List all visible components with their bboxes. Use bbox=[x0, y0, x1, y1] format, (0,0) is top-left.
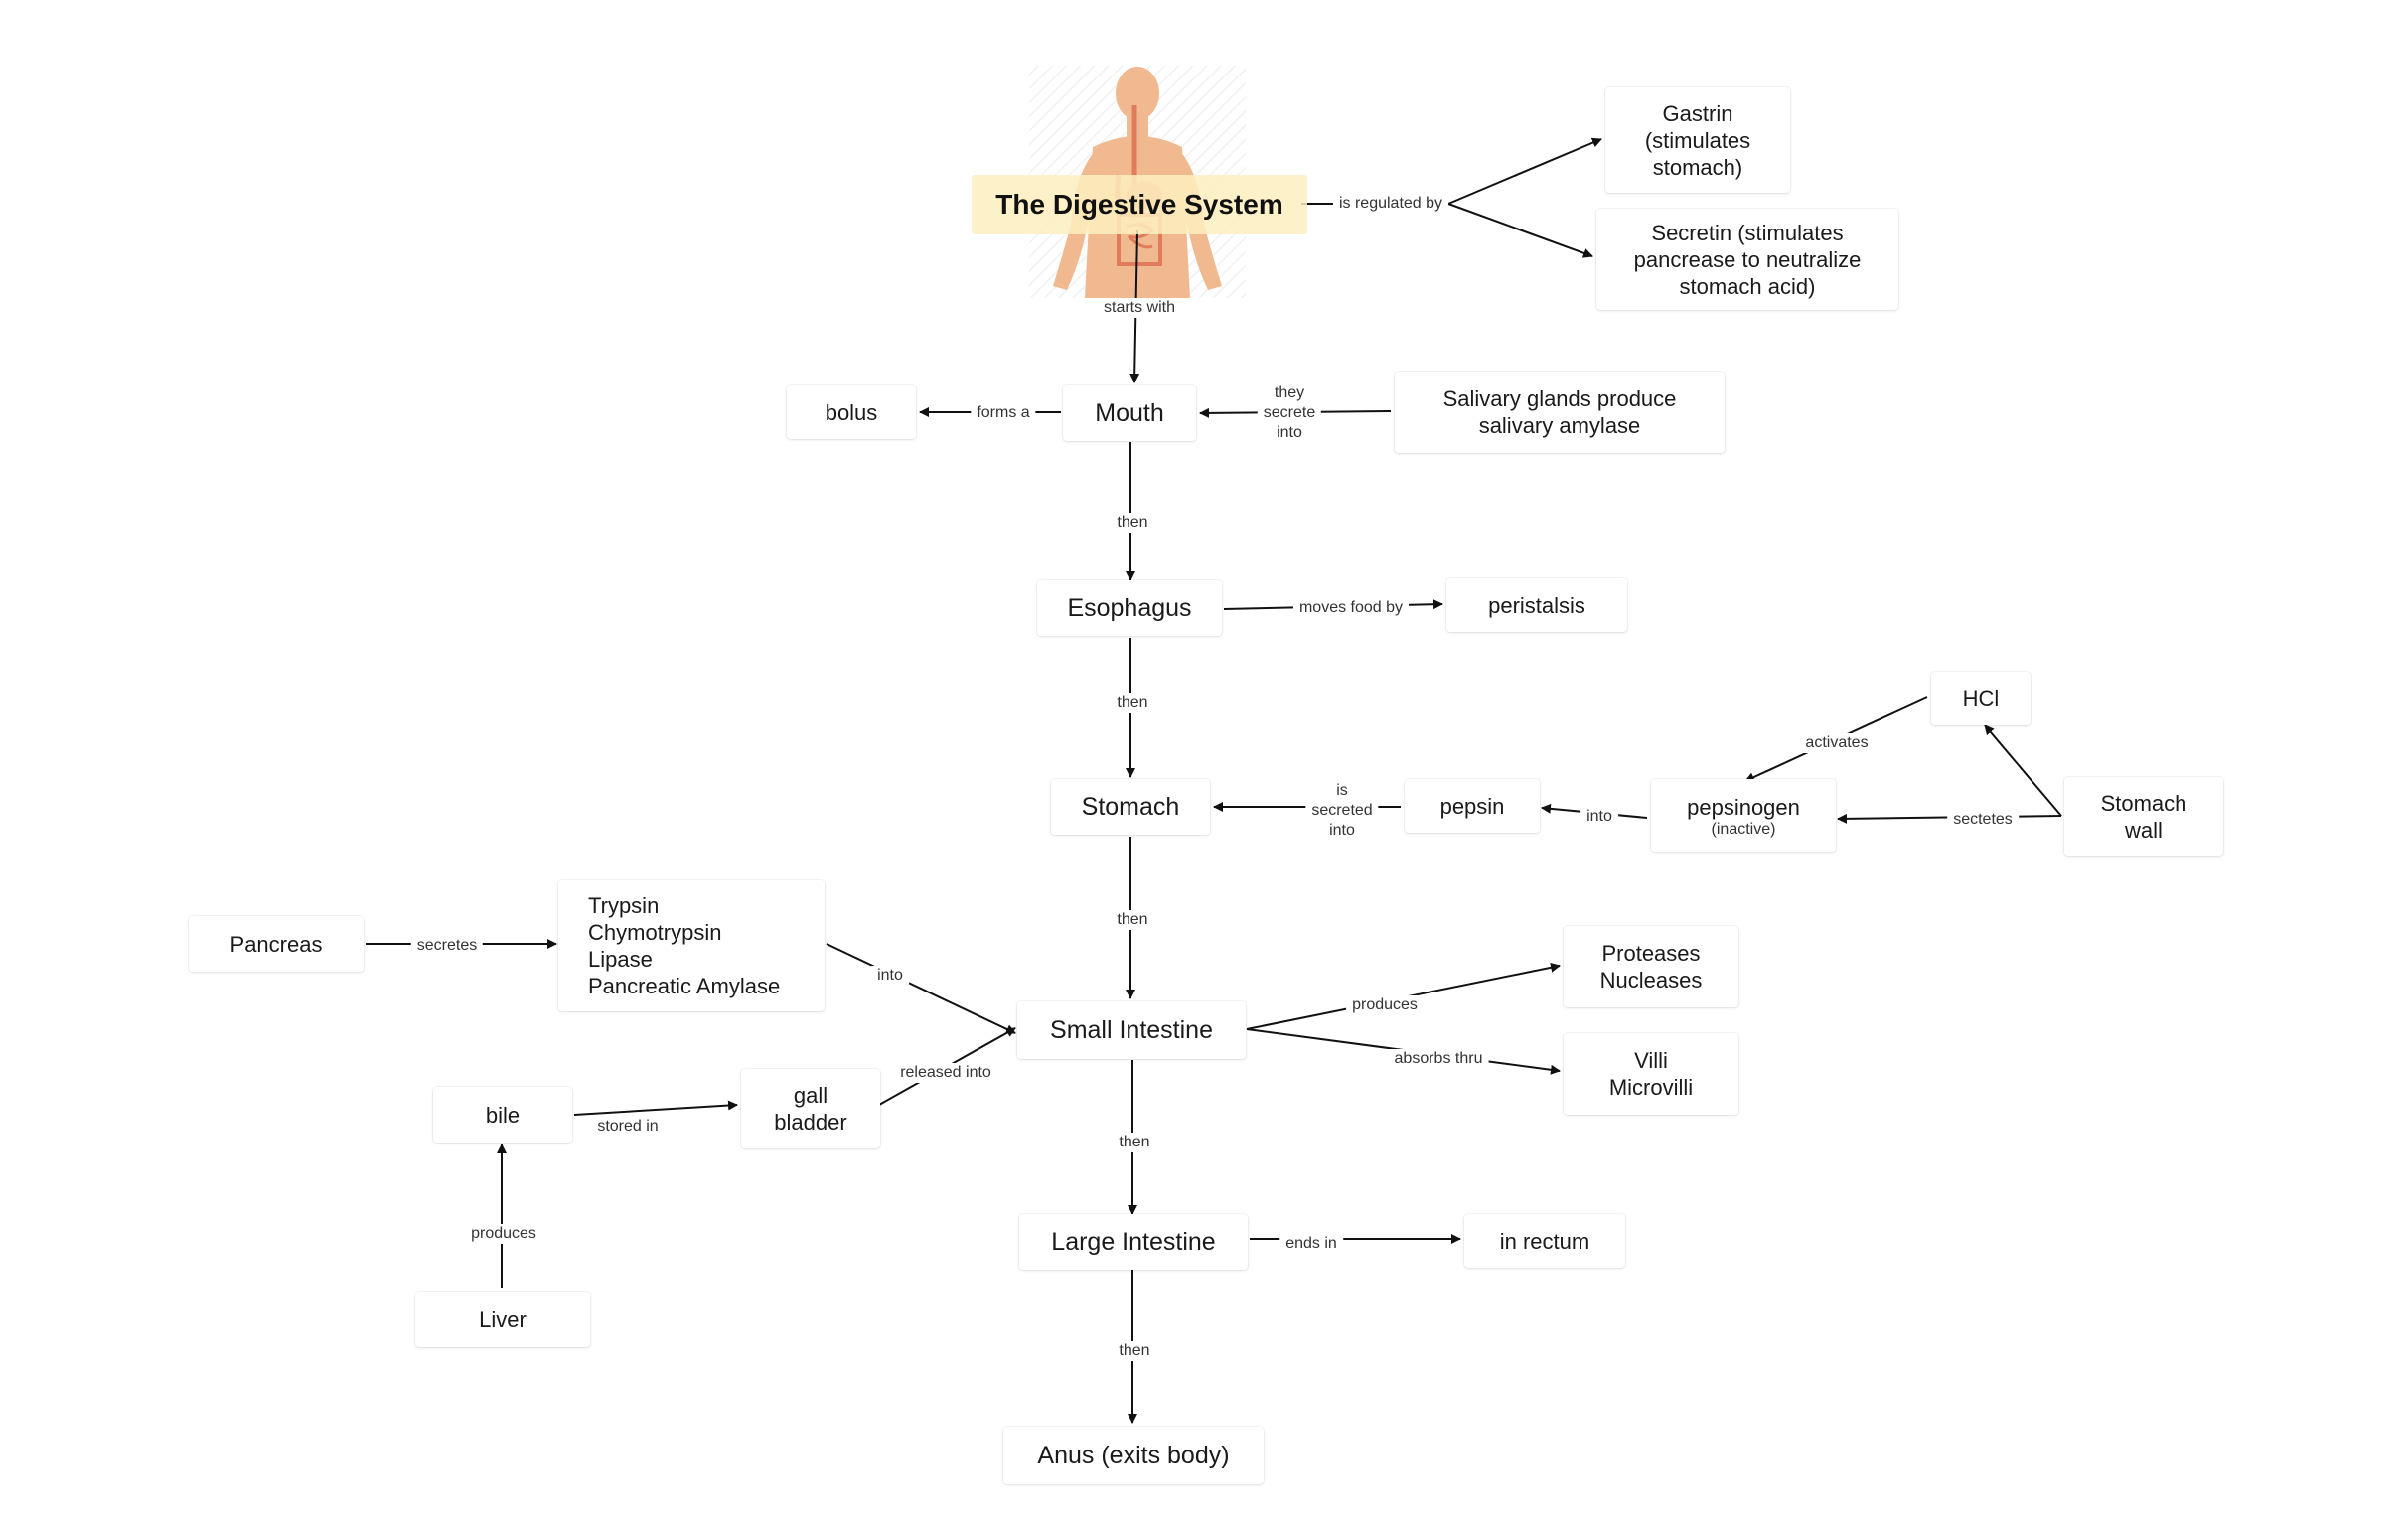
node-esophagus-text: Esophagus bbox=[1067, 593, 1192, 622]
node-stomach-text: Stomach bbox=[1081, 792, 1180, 821]
node-pancreas-text: Pancreas bbox=[229, 931, 323, 957]
node-stomach-wall-text: Stomach wall bbox=[2100, 791, 2187, 842]
node-esophagus[interactable]: Esophagus bbox=[1037, 580, 1222, 636]
node-rectum-text: in rectum bbox=[1499, 1228, 1590, 1254]
node-proteases[interactable]: Proteases Nucleases bbox=[1564, 926, 1738, 1007]
node-enzymes[interactable]: Trypsin Chymotrypsin Lipase Pancreatic A… bbox=[558, 880, 825, 1011]
node-bolus[interactable]: bolus bbox=[787, 385, 916, 439]
edge-label-sectetes: sectetes bbox=[1947, 810, 2019, 830]
edge-label-then-3: then bbox=[1111, 910, 1154, 930]
edge-label-then-5: then bbox=[1113, 1341, 1156, 1361]
edge-regulated-secretin bbox=[1447, 203, 1593, 258]
edge-label-starts-with: starts with bbox=[1097, 298, 1182, 318]
node-pepsinogen[interactable]: pepsinogen (inactive) bbox=[1651, 779, 1836, 852]
node-hcl[interactable]: HCl bbox=[1931, 672, 2031, 725]
edge-label-forms-a: forms a bbox=[971, 403, 1036, 423]
node-salivary[interactable]: Salivary glands produce salivary amylase bbox=[1395, 372, 1725, 453]
edge-label-then-4: then bbox=[1113, 1133, 1156, 1152]
edge-label-secrete-into: they secrete into bbox=[1257, 383, 1322, 443]
edge-label-secretes: secretes bbox=[410, 936, 484, 956]
edge-label-released-into: released into bbox=[894, 1063, 997, 1083]
node-small-intestine-text: Small Intestine bbox=[1050, 1015, 1213, 1044]
node-stomach-wall[interactable]: Stomach wall bbox=[2064, 777, 2223, 856]
node-rectum[interactable]: in rectum bbox=[1464, 1214, 1625, 1268]
node-liver[interactable]: Liver bbox=[415, 1292, 590, 1347]
node-gall-bladder[interactable]: gall bladder bbox=[741, 1069, 880, 1148]
node-villi[interactable]: Villi Microvilli bbox=[1564, 1033, 1738, 1115]
node-gastrin[interactable]: Gastrin (stimulates stomach) bbox=[1605, 87, 1790, 193]
edge-bile-gall bbox=[573, 1100, 738, 1116]
node-hcl-text: HCl bbox=[1962, 686, 2000, 711]
node-peristalsis-text: peristalsis bbox=[1488, 592, 1585, 618]
node-salivary-text: Salivary glands produce salivary amylase bbox=[1442, 386, 1677, 438]
edge-label-moves-food: moves food by bbox=[1292, 598, 1410, 618]
node-bolus-text: bolus bbox=[825, 399, 878, 425]
node-secretin-text: Secretin (stimulates pancrease to neutra… bbox=[1633, 220, 1862, 299]
node-anus[interactable]: Anus (exits body) bbox=[1003, 1427, 1264, 1484]
edge-regulated-gastrin bbox=[1447, 137, 1602, 205]
node-mouth[interactable]: Mouth bbox=[1063, 385, 1196, 441]
node-gastrin-text: Gastrin (stimulates stomach) bbox=[1644, 100, 1751, 180]
node-bile[interactable]: bile bbox=[433, 1087, 572, 1143]
node-pepsin-text: pepsin bbox=[1439, 793, 1505, 819]
node-stomach[interactable]: Stomach bbox=[1051, 779, 1210, 835]
node-large-intestine[interactable]: Large Intestine bbox=[1019, 1214, 1248, 1270]
node-pepsin[interactable]: pepsin bbox=[1405, 779, 1540, 833]
node-small-intestine[interactable]: Small Intestine bbox=[1017, 1001, 1246, 1059]
node-peristalsis[interactable]: peristalsis bbox=[1446, 578, 1627, 632]
edge-label-is-secreted-into: is secreted into bbox=[1305, 781, 1379, 840]
node-proteases-text: Proteases Nucleases bbox=[1599, 941, 1703, 992]
edge-label-into-2: into bbox=[871, 966, 909, 986]
edge-label-produces-2: produces bbox=[465, 1224, 542, 1244]
edge-label-absorbs-thru: absorbs thru bbox=[1388, 1049, 1489, 1069]
edge-label-activates: activates bbox=[1799, 733, 1875, 753]
node-villi-text: Villi Microvilli bbox=[1608, 1048, 1694, 1100]
edge-label-stored-in: stored in bbox=[591, 1117, 665, 1137]
edge-wall-hcl bbox=[1984, 724, 2062, 817]
edge-label-then-2: then bbox=[1111, 693, 1154, 713]
title-node[interactable]: The Digestive System bbox=[972, 175, 1307, 234]
node-large-intestine-text: Large Intestine bbox=[1051, 1227, 1216, 1256]
node-liver-text: Liver bbox=[479, 1306, 527, 1332]
node-bile-text: bile bbox=[485, 1102, 521, 1128]
node-gall-bladder-text: gall bladder bbox=[774, 1083, 847, 1135]
title-text: The Digestive System bbox=[995, 189, 1283, 220]
node-anus-text: Anus (exits body) bbox=[1037, 1441, 1230, 1469]
edge-label-ends-in: ends in bbox=[1279, 1234, 1343, 1254]
edge-label-then-1: then bbox=[1111, 513, 1154, 533]
node-secretin[interactable]: Secretin (stimulates pancrease to neutra… bbox=[1596, 209, 1898, 310]
node-enzymes-text: Trypsin Chymotrypsin Lipase Pancreatic A… bbox=[588, 893, 781, 998]
edge-enzymes-small bbox=[826, 943, 1016, 1034]
node-pepsinogen-subtext: (inactive) bbox=[1711, 820, 1776, 838]
node-pepsinogen-text: pepsinogen bbox=[1687, 794, 1800, 820]
edge-label-produces-1: produces bbox=[1346, 995, 1424, 1015]
node-pancreas[interactable]: Pancreas bbox=[189, 916, 364, 972]
edge-label-into-1: into bbox=[1580, 807, 1618, 827]
node-mouth-text: Mouth bbox=[1095, 398, 1164, 427]
edge-label-regulated: is regulated by bbox=[1332, 194, 1449, 214]
